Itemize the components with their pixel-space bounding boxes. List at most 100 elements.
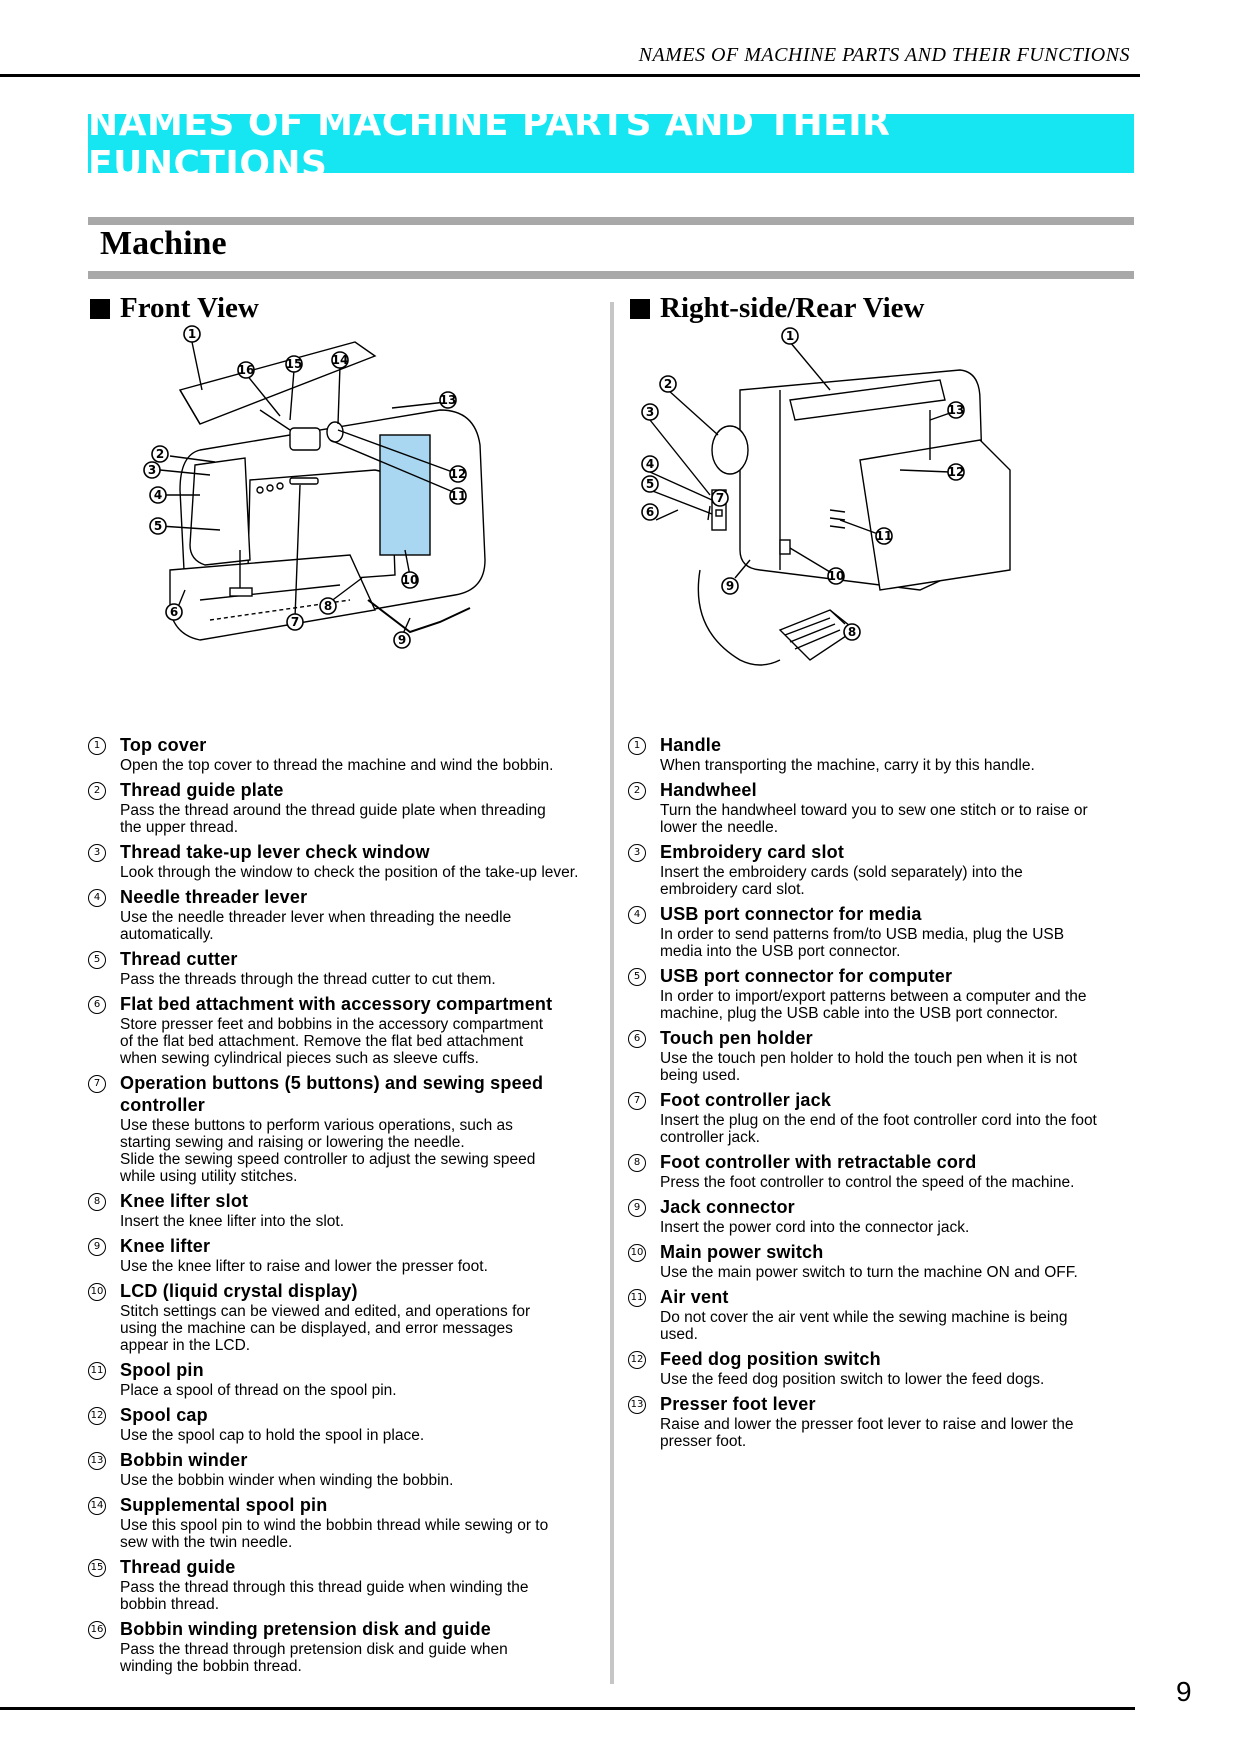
front-callout-15: 15: [285, 355, 303, 373]
item-number: 1: [88, 737, 106, 755]
square-bullet-icon: [630, 298, 650, 319]
part-name: Spool pin: [120, 1360, 204, 1380]
front-callout-3: 3: [143, 461, 161, 479]
part-description: Use the spool cap to hold the spool in p…: [120, 1427, 425, 1444]
rear-callout-10: 10: [827, 567, 845, 585]
part-description: In order to import/export patterns betwe…: [660, 988, 1087, 1022]
svg-text:5: 5: [154, 519, 162, 533]
part-description: Insert the plug on the end of the foot c…: [660, 1112, 1097, 1146]
sewing-machine-front-drawing: 1 2 3 4 5 6 7 8 9 10 11 12 13 14 15 16: [143, 325, 486, 649]
item-number: 15: [88, 1559, 106, 1577]
svg-text:8: 8: [848, 625, 856, 639]
rear-callout-11: 11: [875, 527, 893, 545]
part-description: Pass the threads through the thread cutt…: [120, 971, 496, 988]
footer-rule: [0, 1707, 1135, 1710]
rear-callout-2: 2: [659, 375, 677, 393]
item-number: 7: [628, 1092, 646, 1110]
rear-view-illustration: 1 2 3 4 5 6 7 8 9 10 11 12 13: [641, 327, 1100, 720]
part-name: Flat bed attachment with accessory compa…: [120, 994, 553, 1014]
front-callout-4: 4: [149, 486, 167, 504]
item-number: 1: [628, 737, 646, 755]
item-number: 12: [628, 1351, 646, 1369]
square-bullet-icon: [90, 298, 110, 319]
svg-text:4: 4: [154, 488, 162, 502]
svg-text:5: 5: [646, 477, 654, 491]
svg-text:8: 8: [324, 599, 332, 613]
rear-callout-1: 1: [781, 327, 799, 345]
rear-callout-7: 7: [711, 489, 729, 507]
item-number: 6: [628, 1030, 646, 1048]
rear-callout-3: 3: [641, 403, 659, 421]
part-description: Stitch settings can be viewed and edited…: [120, 1303, 531, 1354]
rear-callout-9: 9: [721, 577, 739, 595]
part-name: Supplemental spool pin: [120, 1495, 328, 1515]
section-rule-bottom: [88, 271, 1134, 279]
front-callout-7: 7: [286, 613, 304, 631]
part-name: Foot controller jack: [660, 1090, 832, 1110]
part-name: Embroidery card slot: [660, 842, 845, 862]
part-description: Use the knee lifter to raise and lower t…: [120, 1258, 488, 1275]
part-name: Jack connector: [660, 1197, 795, 1217]
svg-text:7: 7: [716, 491, 724, 505]
item-number: 3: [88, 844, 106, 862]
part-name: Operation buttons (5 buttons) and sewing…: [120, 1073, 544, 1115]
front-callout-14: 14: [331, 351, 349, 369]
svg-text:3: 3: [148, 463, 156, 477]
part-name: USB port connector for computer: [660, 966, 953, 986]
part-description: Insert the embroidery cards (sold separa…: [660, 864, 1023, 898]
part-description: Store presser feet and bobbins in the ac…: [120, 1016, 544, 1067]
front-callout-12: 12: [449, 465, 467, 483]
svg-text:13: 13: [948, 403, 965, 417]
part-name: Knee lifter: [120, 1236, 211, 1256]
part-description: Use these buttons to perform various ope…: [120, 1117, 536, 1185]
section-title: Machine: [100, 225, 227, 262]
item-number: 10: [88, 1283, 106, 1301]
part-description: Pass the thread through pretension disk …: [120, 1641, 508, 1675]
part-name: Touch pen holder: [660, 1028, 813, 1048]
item-number: 9: [628, 1199, 646, 1217]
item-number: 8: [628, 1154, 646, 1172]
item-number: 2: [88, 782, 106, 800]
rear-callout-8: 8: [843, 623, 861, 641]
svg-text:11: 11: [876, 529, 893, 543]
item-number: 10: [628, 1244, 646, 1262]
front-callout-1: 1: [183, 325, 201, 343]
part-description: Place a spool of thread on the spool pin…: [120, 1382, 397, 1399]
part-description: Raise and lower the presser foot lever t…: [660, 1416, 1074, 1450]
running-header: NAMES OF MACHINE PARTS AND THEIR FUNCTIO…: [638, 44, 1130, 66]
svg-text:9: 9: [398, 633, 406, 647]
rear-callout-4: 4: [641, 455, 659, 473]
part-name: Presser foot lever: [660, 1394, 816, 1414]
front-view-heading: Front View: [90, 292, 259, 325]
part-name: Air vent: [660, 1287, 729, 1307]
column-divider: [610, 302, 614, 1684]
svg-text:14: 14: [332, 353, 349, 367]
part-description: Insert the knee lifter into the slot.: [120, 1213, 345, 1230]
svg-text:6: 6: [646, 505, 654, 519]
rear-view-heading: Right-side/Rear View: [630, 292, 924, 325]
rear-callout-13: 13: [947, 401, 965, 419]
item-number: 9: [88, 1238, 106, 1256]
part-description: Insert the power cord into the connector…: [660, 1219, 970, 1236]
item-number: 5: [628, 968, 646, 986]
item-number: 8: [88, 1193, 106, 1211]
svg-text:12: 12: [948, 465, 965, 479]
svg-text:2: 2: [664, 377, 672, 391]
